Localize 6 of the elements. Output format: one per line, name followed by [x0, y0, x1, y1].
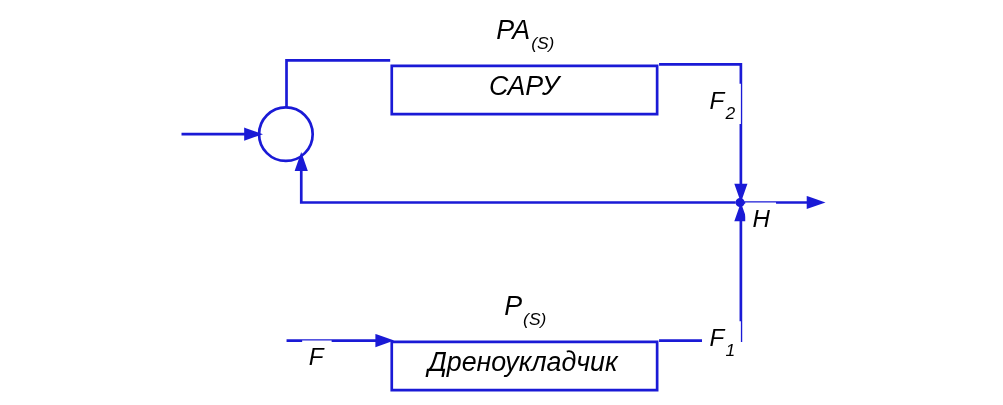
edge-label: F$_{2}$: [709, 86, 736, 123]
edge-label: F$_{1}$: [709, 323, 736, 360]
node-label: P$_{(S)}$: [504, 291, 547, 330]
edge-label: H: [752, 205, 771, 233]
edge-label: F: [308, 343, 324, 371]
node-label: PA$_{(S)}$: [496, 14, 555, 53]
